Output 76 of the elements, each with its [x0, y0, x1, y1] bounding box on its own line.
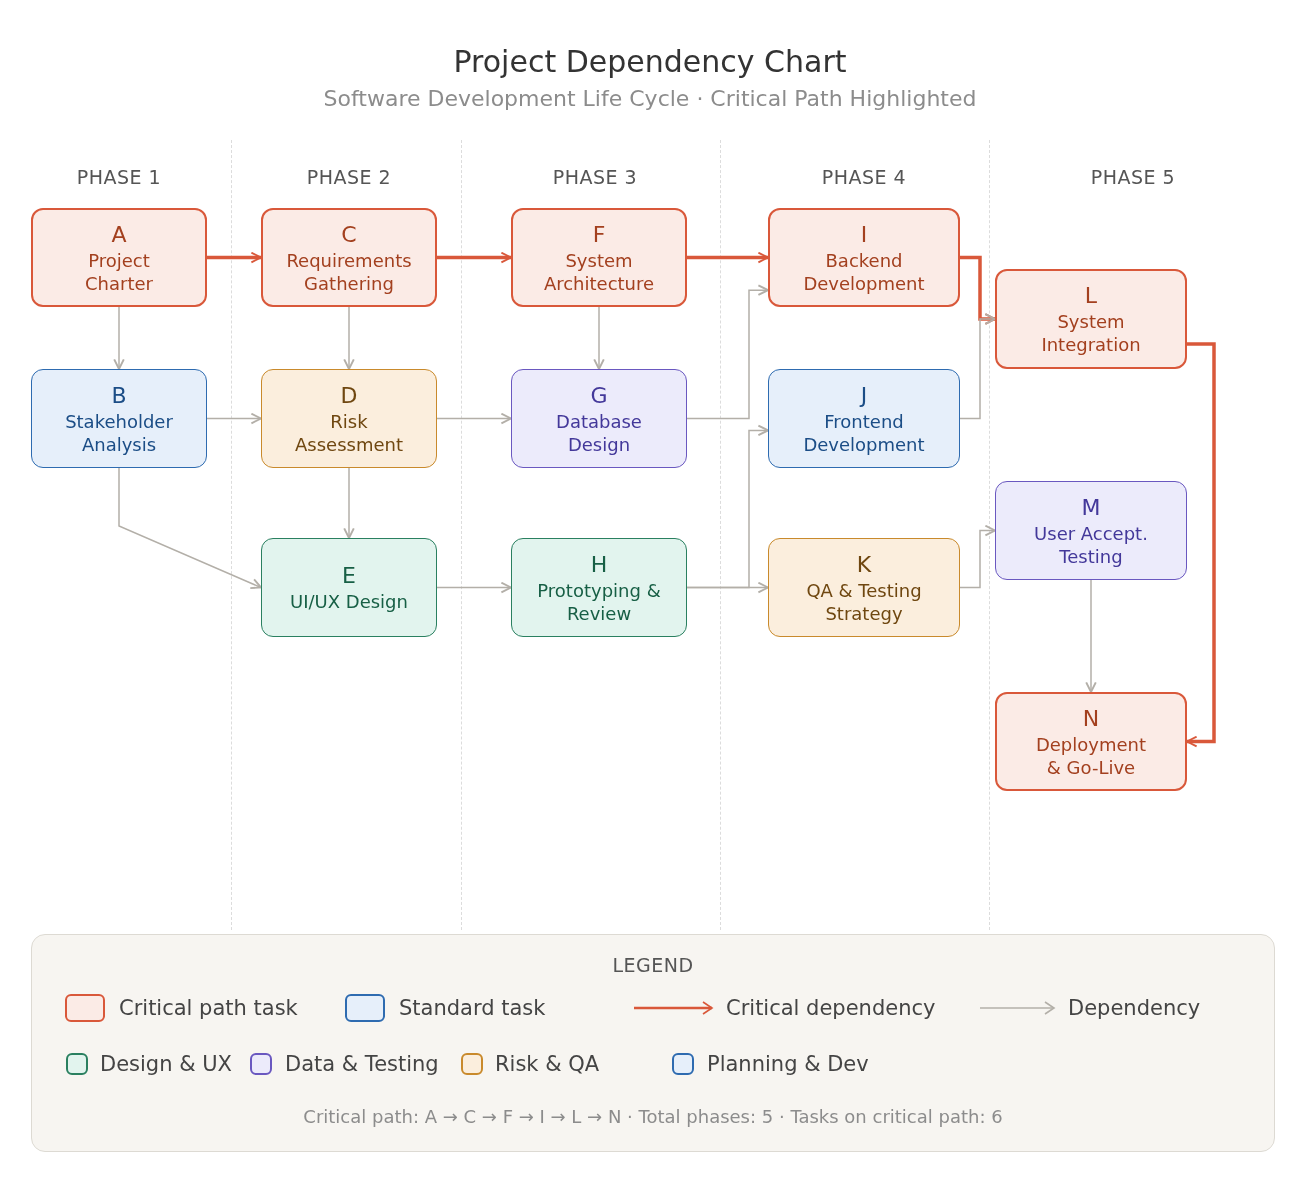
phase-label: PHASE 5 [1089, 165, 1177, 190]
legend-label: Dependency [1068, 995, 1201, 1022]
task-name: Stakeholder Analysis [64, 409, 174, 456]
footnote: Critical path: A → C → F → I → L → N · Total phases: 5 · Tasks on critical path: 6 [302, 1105, 1004, 1129]
chart-title: Project Dependency Chart [452, 43, 848, 81]
arrow [1186, 342, 1216, 748]
task-name: System Integration [1040, 310, 1142, 356]
arrow [686, 284, 769, 420]
task-box [768, 538, 960, 637]
task-letter: C [341, 220, 357, 249]
task-letter: A [111, 220, 127, 249]
arrow [436, 412, 512, 425]
task-letter: M [1081, 493, 1101, 522]
task-name: Project Charter [84, 248, 154, 295]
arrow [686, 581, 769, 594]
task-box [261, 369, 437, 468]
legend-label: Critical dependency [726, 995, 936, 1022]
arrow [207, 251, 262, 264]
task-letter: L [1084, 282, 1098, 310]
task-letter: G [590, 381, 608, 410]
arrow [206, 412, 262, 425]
arrow [437, 251, 512, 264]
arrow [959, 524, 996, 589]
task-box [511, 369, 687, 468]
task-letter: H [590, 550, 608, 579]
task-name: Database Design [555, 409, 643, 456]
legend-label: Standard task [399, 995, 546, 1022]
task-letter: I [860, 220, 868, 249]
legend-label: Design & UX [100, 1051, 232, 1078]
task-name: Requirements Gathering [285, 248, 413, 295]
task-name: User Accept. Testing [1033, 521, 1149, 568]
task-name: QA & Testing Strategy [805, 578, 923, 625]
phase-label: PHASE 2 [305, 165, 393, 190]
legend-label: Planning & Dev [707, 1051, 869, 1078]
arrow [1085, 579, 1097, 693]
arrow [687, 251, 769, 264]
task-box [31, 369, 207, 468]
task-box [511, 538, 687, 637]
legend-heading: LEGEND [611, 953, 695, 978]
arrow [343, 306, 355, 370]
arrow [959, 313, 996, 420]
task-box [261, 538, 437, 637]
task-box [995, 481, 1187, 580]
chart-subtitle: Software Development Life Cycle · Critical Path Highlighted [322, 85, 978, 113]
legend-label: Risk & QA [495, 1051, 600, 1078]
task-box [768, 369, 960, 468]
arrow [113, 306, 125, 370]
task-box [768, 208, 960, 307]
phase-label: PHASE 3 [551, 165, 639, 190]
task-name: Risk Assessment [294, 409, 404, 456]
task-name: System Architecture [542, 248, 656, 295]
task-name: Deployment & Go-Live [1034, 732, 1148, 779]
task-box [511, 208, 687, 307]
task-box [995, 269, 1187, 369]
task-letter: E [342, 562, 356, 590]
arrow [436, 581, 512, 594]
arrow [593, 306, 605, 370]
task-name: UI/UX Design [290, 590, 408, 613]
task-name: Prototyping & Review [536, 578, 662, 625]
task-box [995, 692, 1187, 791]
task-letter: J [860, 381, 868, 410]
legend-label: Data & Testing [285, 1051, 439, 1078]
task-name: Frontend Development [802, 409, 926, 456]
task-letter: D [340, 381, 358, 410]
task-letter: F [592, 220, 606, 249]
task-letter: N [1082, 704, 1100, 733]
task-box [31, 208, 207, 307]
phase-label: PHASE 1 [75, 165, 163, 190]
task-name: Backend Development [802, 248, 926, 295]
task-letter: K [856, 550, 872, 579]
phase-label: PHASE 4 [820, 165, 908, 190]
arrow [118, 467, 262, 590]
task-letter: B [111, 381, 127, 410]
legend-label: Critical path task [119, 995, 298, 1022]
arrow [343, 467, 355, 539]
task-box [261, 208, 437, 307]
